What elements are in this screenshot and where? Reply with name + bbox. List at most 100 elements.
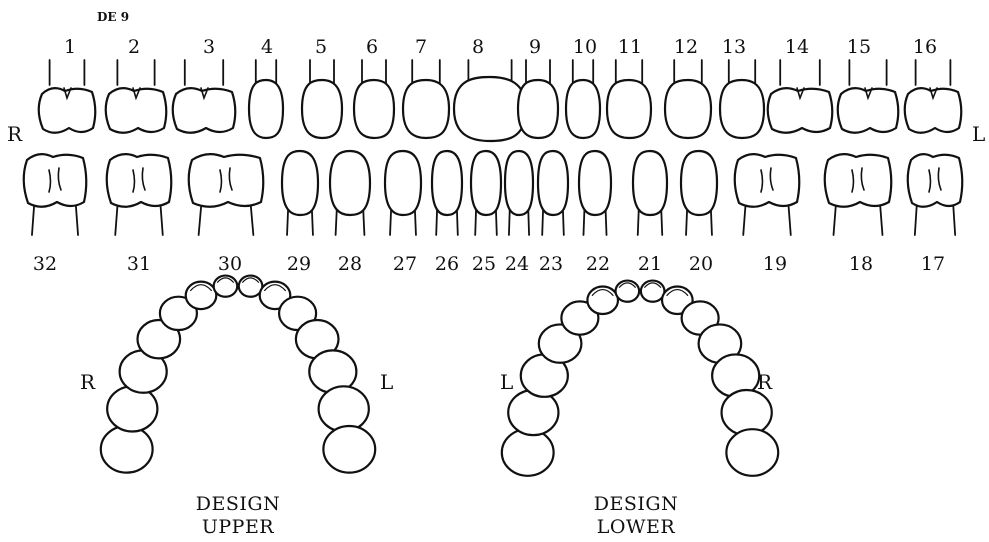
upper-arch-tooth-outline <box>214 276 238 297</box>
tooth-crown <box>665 80 711 138</box>
lower-arch-caption-line2: LOWER <box>597 516 676 538</box>
upper-tooth-3 <box>173 60 236 133</box>
tooth-crown <box>107 154 172 207</box>
lower-arch-diagram <box>502 281 778 476</box>
tooth-crown <box>471 151 501 215</box>
lower-number-28: 28 <box>338 253 362 275</box>
upper-tooth-1 <box>39 60 96 133</box>
upper-arch-tooth-outline <box>323 426 375 473</box>
lower-arch-tooth <box>502 429 554 476</box>
upper-number-7: 7 <box>415 36 427 58</box>
lower-number-21: 21 <box>638 253 662 275</box>
upper-number-14: 14 <box>785 36 809 58</box>
upper-number-9: 9 <box>529 36 541 58</box>
tooth-crown <box>908 154 963 207</box>
lower-number-25: 25 <box>472 253 496 275</box>
upper-tooth-16 <box>905 60 962 133</box>
tooth-crown <box>838 88 899 133</box>
lower-tooth-25 <box>471 151 501 235</box>
upper-tooth-11 <box>607 60 651 138</box>
lower-number-29: 29 <box>287 253 311 275</box>
upper-tooth-8 <box>454 60 526 141</box>
lower-tooth-28 <box>330 151 370 235</box>
upper-number-4: 4 <box>261 36 273 58</box>
upper-arch-diagram <box>101 276 375 473</box>
lower-number-17: 17 <box>921 253 945 275</box>
tooth-crown <box>538 151 568 215</box>
lower-number-18: 18 <box>849 253 873 275</box>
tooth-crown <box>825 154 892 207</box>
lower-arch-tooth-outline <box>502 429 554 476</box>
lower-tooth-18 <box>825 154 892 235</box>
upper-number-2: 2 <box>128 36 140 58</box>
lower-tooth-17 <box>908 154 963 235</box>
lower-arch-tooth-outline <box>641 281 665 302</box>
tooth-crown <box>720 80 764 138</box>
lower-arch-tooth <box>726 429 778 476</box>
upper-tooth-6 <box>354 60 394 138</box>
upper-number-15: 15 <box>847 36 871 58</box>
upper-number-13: 13 <box>722 36 746 58</box>
lower-tooth-31 <box>107 154 172 235</box>
lower-arch-tooth-outline <box>587 287 618 315</box>
upper-number-12: 12 <box>674 36 698 58</box>
tooth-crown <box>905 88 962 133</box>
tooth-crown <box>106 88 167 133</box>
lower-number-26: 26 <box>435 253 459 275</box>
lower-teeth-row <box>24 151 963 235</box>
tooth-crown <box>681 151 717 215</box>
tooth-crown <box>432 151 462 215</box>
lower-tooth-22 <box>579 151 611 235</box>
upper-arch-tooth-outline <box>101 426 153 473</box>
tooth-crown <box>607 80 651 138</box>
upper-arch-left-label: L <box>380 370 393 394</box>
upper-tooth-7 <box>403 60 449 138</box>
upper-number-3: 3 <box>203 36 215 58</box>
upper-arch-tooth <box>101 426 153 473</box>
lower-number-30: 30 <box>218 253 242 275</box>
tooth-crown <box>385 151 421 215</box>
lower-arch-caption-line1: DESIGN <box>594 493 678 515</box>
upper-number-1: 1 <box>64 36 76 58</box>
lower-number-22: 22 <box>586 253 610 275</box>
lower-tooth-19 <box>735 154 800 235</box>
upper-arch-tooth <box>186 282 217 310</box>
upper-number-8: 8 <box>472 36 484 58</box>
lower-arch-tooth-outline <box>726 429 778 476</box>
lower-number-20: 20 <box>689 253 713 275</box>
upper-tooth-10 <box>566 60 600 138</box>
tooth-crown <box>173 88 236 133</box>
upper-tooth-4 <box>249 60 283 138</box>
tooth-crown <box>189 154 264 207</box>
upper-number-16: 16 <box>913 36 937 58</box>
lower-arch-tooth <box>722 390 772 435</box>
tooth-crown <box>454 77 526 141</box>
upper-number-5: 5 <box>315 36 327 58</box>
lower-number-24: 24 <box>505 253 529 275</box>
tooth-crown <box>403 80 449 138</box>
lower-arch-tooth <box>641 281 665 302</box>
upper-arch-tooth <box>214 276 238 297</box>
tooth-crown <box>566 80 600 138</box>
upper-arch-caption-line2: UPPER <box>202 516 274 538</box>
lower-arch-tooth <box>587 287 618 315</box>
tooth-crown <box>24 154 87 207</box>
lower-tooth-26 <box>432 151 462 235</box>
lower-arch-right-label: R <box>757 370 773 394</box>
lower-tooth-27 <box>385 151 421 235</box>
lower-tooth-32 <box>24 154 87 235</box>
lower-number-31: 31 <box>127 253 151 275</box>
lower-tooth-23 <box>538 151 568 235</box>
lower-arch-tooth-outline <box>722 390 772 435</box>
tooth-crown <box>249 80 283 138</box>
lower-tooth-24 <box>505 151 533 235</box>
upper-number-10: 10 <box>573 36 597 58</box>
upper-arch-caption-line1: DESIGN <box>196 493 280 515</box>
upper-tooth-15 <box>838 60 899 133</box>
lower-arch-tooth-outline <box>616 281 640 302</box>
upper-number-11: 11 <box>618 36 642 58</box>
upper-arch-tooth <box>319 386 369 431</box>
